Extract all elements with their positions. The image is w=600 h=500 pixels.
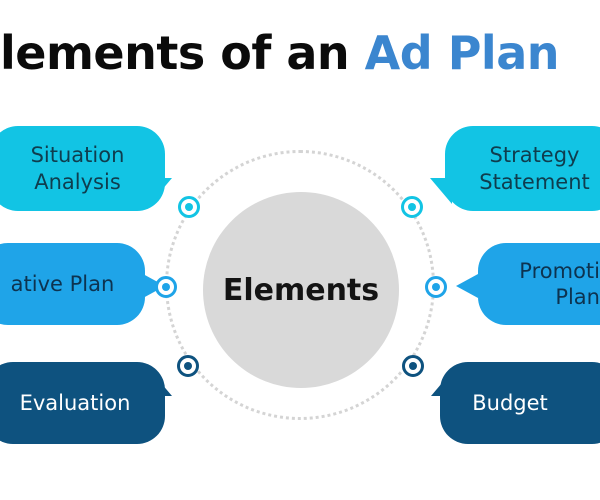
target-dot-icon [178,196,200,218]
bubble-tail [150,370,172,396]
title-prefix: lements of an [0,26,365,80]
element-line: ative Plan [10,271,115,296]
element-line: Evaluation [19,390,131,415]
element-creative-plan: ative Plan [0,243,145,325]
bubble-tail [150,178,172,204]
target-dot-icon [425,276,447,298]
title-accent: Ad Plan [364,26,560,80]
element-line: Strategy [489,143,580,168]
element-line: Statement [479,169,590,194]
element-line: Analysis [34,169,121,194]
element-line: Situation [30,143,125,168]
bubble-tail [430,178,452,204]
element-situation-analysis: Situation Analysis [0,126,165,211]
target-dot-icon [177,355,199,377]
element-budget: Budget [440,362,600,444]
element-evaluation: Evaluation [0,362,165,444]
element-line: Plan [555,285,600,309]
bubble-tail [456,274,478,298]
page-title: lements of an Ad Plan [0,30,560,76]
target-dot-icon [401,196,423,218]
central-hub: Elements [203,192,399,388]
element-promotion-plan: Promoti Plan [478,243,600,325]
element-strategy-statement: Strategy Statement [445,126,600,211]
hub-label: Elements [222,272,380,308]
target-dot-icon [155,276,177,298]
bubble-tail [431,370,453,396]
element-line: Promoti [519,258,600,283]
element-line: Budget [472,390,548,415]
target-dot-icon [402,355,424,377]
